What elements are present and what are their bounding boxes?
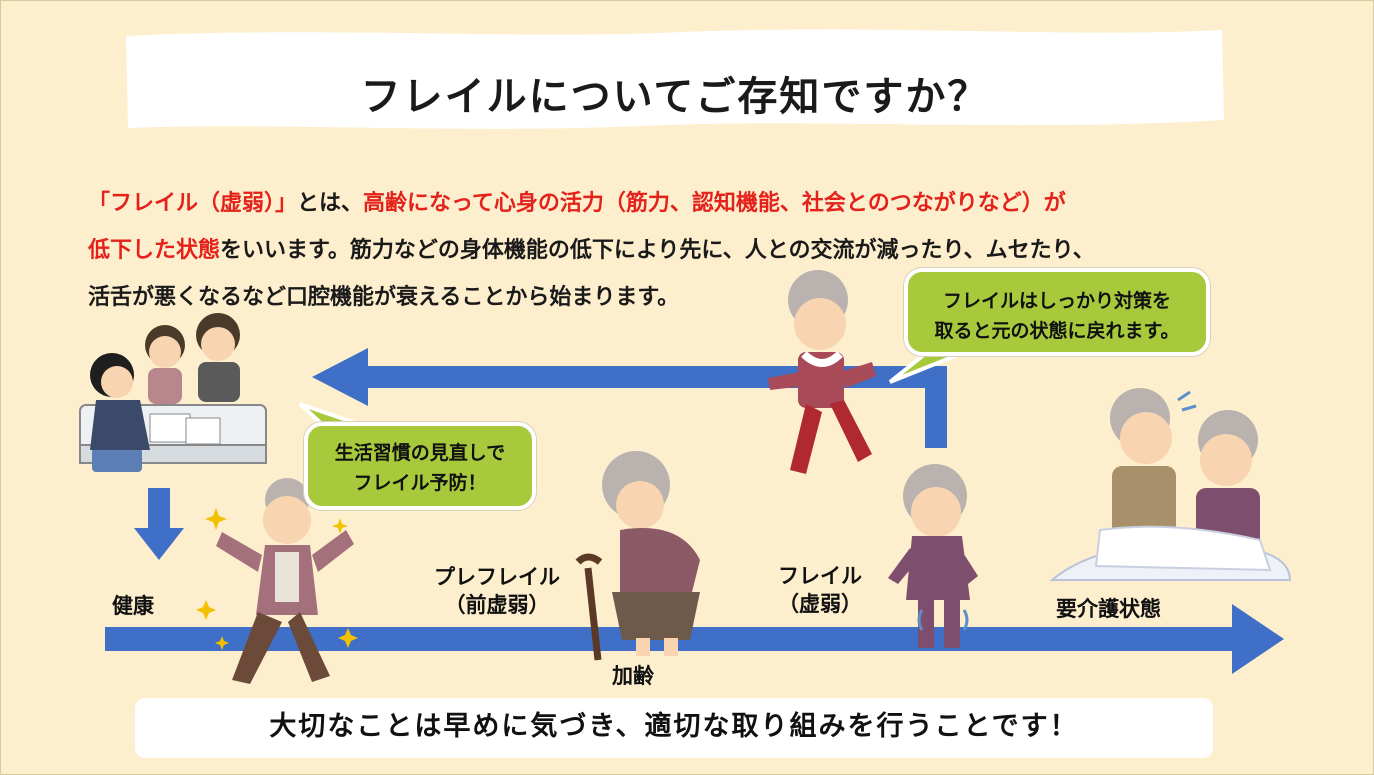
stage-label-line: （虚弱） bbox=[778, 592, 862, 616]
intro-line-1: 「フレイル（虚弱）」とは、高齢になって心身の活力（筋力、認知機能、社会とのつなが… bbox=[88, 180, 1288, 227]
intro-paragraph: 「フレイル（虚弱）」とは、高齢になって心身の活力（筋力、認知機能、社会とのつなが… bbox=[88, 180, 1288, 321]
stage-label-frailty: フレイル （虚弱） bbox=[755, 562, 885, 618]
stage-label-care-needed: 要介護状態 bbox=[1056, 597, 1161, 621]
consultation-illustration bbox=[79, 313, 267, 472]
title-banner-shape bbox=[126, 29, 1224, 129]
stage-label-prefrailty: プレフレイル （前虚弱） bbox=[408, 563, 586, 619]
bottom-message: 大切なことは早めに気づき、適切な取り組みを行うことです！ bbox=[135, 698, 1213, 758]
stage-label-health: 健康 bbox=[112, 594, 154, 618]
bubble-line: 取ると元の状態に戻れます。 bbox=[934, 320, 1180, 342]
prevention-speech-bubble: 生活習慣の見直しで フレイル予防！ bbox=[304, 422, 536, 510]
title-banner: フレイルについてご存知ですか？ bbox=[122, 22, 1228, 134]
jogging-elder-illustration bbox=[768, 270, 876, 474]
intro-line-3: 活舌が悪くなるなど口腔機能が衰えることから始まります。 bbox=[88, 285, 680, 310]
stage-label-line: フレイル bbox=[778, 564, 862, 588]
stage-label-line: （前虚弱） bbox=[444, 593, 550, 617]
stage-label-line: プレフレイル bbox=[434, 565, 560, 589]
page-title: フレイルについてご存知ですか？ bbox=[360, 74, 990, 120]
prefrailty-elder-illustration bbox=[575, 451, 700, 661]
sparkle-icon bbox=[196, 508, 358, 650]
intro-text: をいいます。筋力などの身体機能の低下により先に、人との交流が減ったり、ムセたり、 bbox=[220, 238, 1095, 263]
bubble-line: 生活習慣の見直しで bbox=[334, 442, 506, 464]
intro-text: とは、 bbox=[297, 191, 364, 216]
axis-label-aging: 加齢 bbox=[612, 664, 654, 688]
healthy-elder-illustration bbox=[216, 478, 354, 684]
intro-definition: 高齢になって心身の活力（筋力、認知機能、社会とのつながりなど）が bbox=[363, 191, 1066, 216]
frailty-elder-illustration bbox=[888, 464, 978, 648]
intro-line-2: 低下した状態をいいます。筋力などの身体機能の低下により先に、人との交流が減ったり… bbox=[88, 227, 1288, 274]
care-needed-illustration bbox=[1049, 388, 1292, 581]
down-arrow bbox=[134, 488, 184, 560]
recovery-speech-bubble: フレイルはしっかり対策を 取ると元の状態に戻れます。 bbox=[904, 268, 1210, 356]
bubble-line: フレイル予防！ bbox=[353, 472, 487, 494]
bubble-line: フレイルはしっかり対策を bbox=[942, 290, 1171, 312]
intro-term-frailty: 「フレイル（虚弱）」 bbox=[88, 191, 298, 216]
intro-decline: 低下した状態 bbox=[88, 238, 221, 263]
